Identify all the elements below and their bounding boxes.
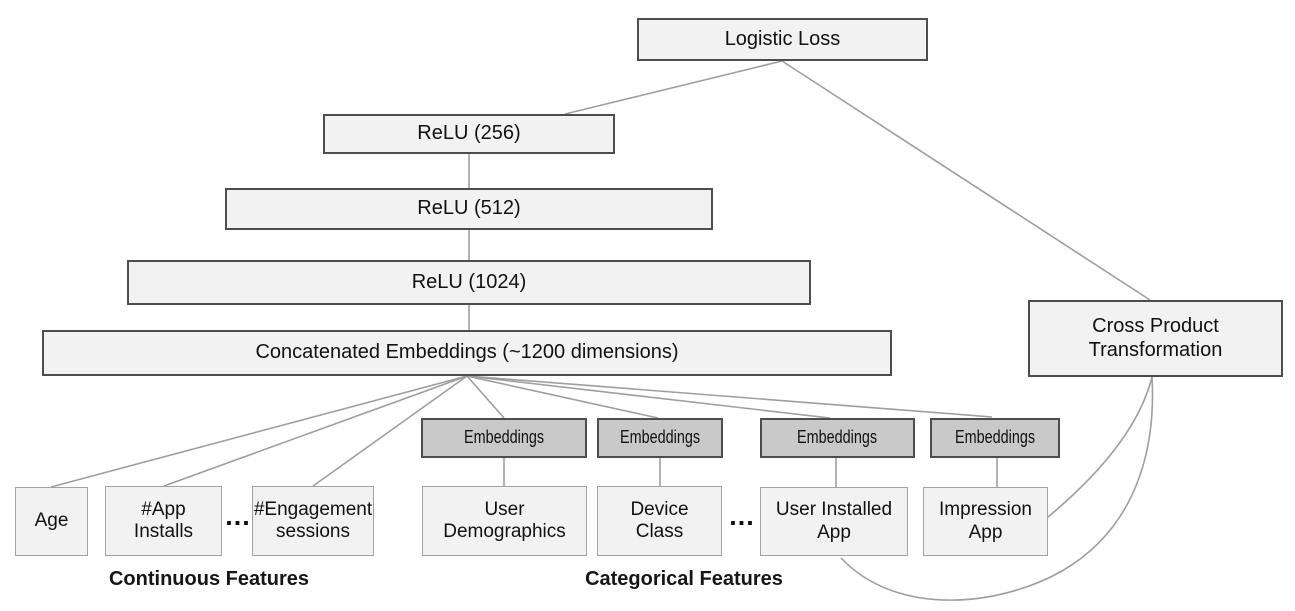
embeddings-label: Embeddings (954, 427, 1036, 448)
node-concatenated-embeddings: Concatenated Embeddings (~1200 dimension… (42, 330, 892, 376)
node-impression-app: Impression App (923, 487, 1048, 556)
embeddings-label: Embeddings (463, 427, 545, 448)
node-app-installs: #App Installs (105, 486, 222, 556)
node-embeddings-device-class: Embeddings (597, 418, 723, 458)
node-relu-512: ReLU (512) (225, 188, 713, 230)
edge-cross-product-to-impression-app (1047, 376, 1153, 518)
node-relu-1024: ReLU (1024) (127, 260, 811, 305)
edge-loss-to-relu256 (564, 60, 783, 115)
edge-concat-to-embeddings-1 (466, 375, 505, 419)
edge-concat-to-embeddings-4 (466, 375, 993, 418)
ellipsis-categorical: ... (729, 500, 755, 531)
node-engagement-sessions: #Engagement sessions (252, 486, 374, 556)
node-age: Age (15, 487, 88, 556)
edge-concat-to-engagement (312, 375, 468, 487)
node-embeddings-user-installed-app: Embeddings (760, 418, 915, 458)
node-logistic-loss: Logistic Loss (637, 18, 928, 61)
node-embeddings-user-demographics: Embeddings (421, 418, 587, 458)
ellipsis-continuous: ... (225, 500, 251, 531)
node-device-class: Device Class (597, 486, 722, 556)
node-user-installed-app: User Installed App (760, 487, 908, 556)
node-relu-256: ReLU (256) (323, 114, 615, 154)
group-label-continuous-features: Continuous Features (108, 568, 309, 590)
edge-concat-to-embeddings-2 (466, 375, 659, 419)
edge-concat-to-age (50, 375, 468, 488)
edge-concat-to-app-installs (163, 375, 468, 487)
node-embeddings-impression-app: Embeddings (930, 418, 1060, 458)
node-cross-product-transformation: Cross Product Transformation (1028, 300, 1283, 377)
group-label-categorical-features: Categorical Features (585, 568, 783, 590)
node-user-demographics: User Demographics (422, 486, 587, 556)
edge-cross-product-to-user-installed-app (840, 376, 1154, 601)
embeddings-label: Embeddings (619, 427, 701, 448)
edge-concat-to-embeddings-3 (466, 375, 831, 419)
embeddings-label: Embeddings (797, 427, 878, 448)
edge-loss-to-cross-product (781, 60, 1151, 301)
